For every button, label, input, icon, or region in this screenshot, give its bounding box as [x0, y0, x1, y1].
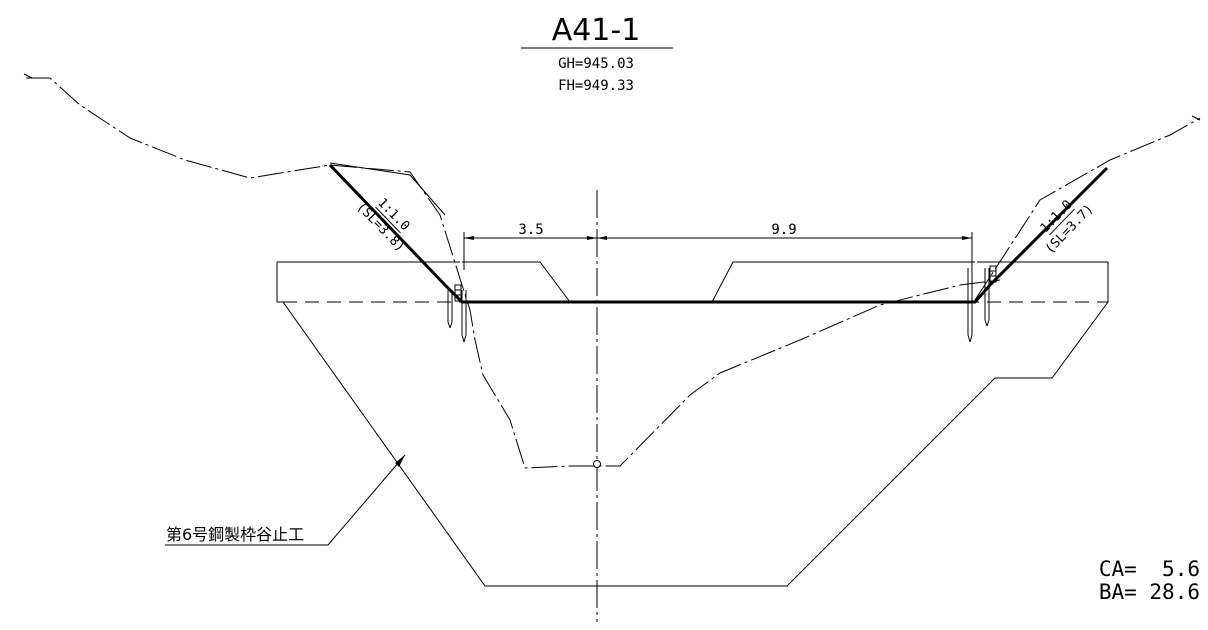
arrow-left [464, 236, 474, 240]
existing-ground-line [26, 77, 1001, 469]
arrow-center-right [597, 236, 607, 240]
pile-right-1-tip [967, 334, 971, 343]
formation-line [328, 163, 1109, 304]
ground-tick-left [23, 73, 33, 79]
dimension-right: 9.9 [771, 222, 796, 238]
structure-leader-line [165, 454, 406, 546]
pile-left-1-tip [447, 321, 451, 329]
pile-right-2-tip [984, 319, 988, 327]
section-title: A41-1 [552, 13, 641, 48]
center-point-marker [593, 460, 601, 468]
structure-label: 第6号鋼製枠谷止工 [166, 525, 304, 544]
ba-value: BA= 28.6 [1099, 580, 1200, 604]
anchor-block-right [989, 265, 997, 283]
pile-left-2-tip [461, 334, 465, 343]
ground-tick-right [1191, 115, 1201, 121]
anchor-block-left [454, 284, 462, 302]
spillway-left-wall [462, 261, 571, 303]
right-slope-underline [1049, 208, 1075, 236]
ca-value: CA= 5.6 [1099, 557, 1200, 581]
arrow-center-left [587, 236, 597, 240]
ground-height: GH=945.03 [558, 56, 634, 72]
leader-arrow [395, 455, 405, 467]
existing-ground-right [974, 117, 1201, 301]
ground-profile-upper-left [329, 162, 446, 216]
spillway-right-wall [711, 261, 975, 303]
pile-left-1-tip-b [449, 321, 453, 329]
dimension-left: 3.5 [518, 222, 543, 238]
pile-right-2-tip-b [986, 319, 990, 327]
pile-right-1-tip-b [969, 334, 973, 343]
dam-body-outline [276, 261, 1109, 587]
left-slope-underline [375, 206, 401, 234]
pile-left-2-tip-b [463, 334, 467, 343]
arrow-right [962, 236, 972, 240]
formation-height: FH=949.33 [558, 78, 634, 94]
